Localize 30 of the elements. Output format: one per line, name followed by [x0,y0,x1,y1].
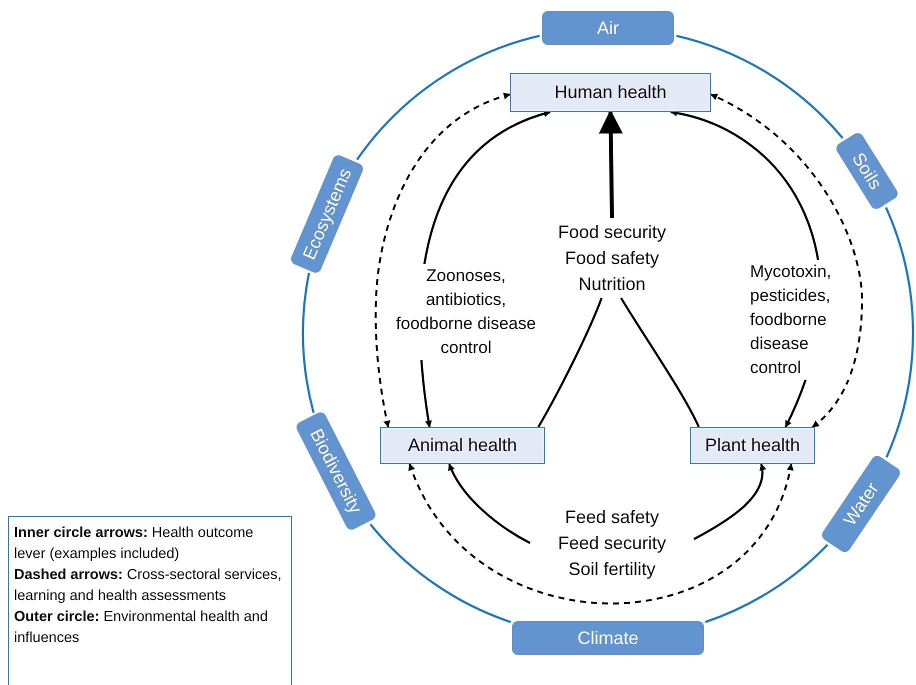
node-text: Food security [558,221,666,244]
connector-line [537,298,603,428]
arrow [693,463,766,540]
node-text: Feed safety [564,506,660,529]
outer-circle-arc [676,34,844,139]
outer-circle-arc [370,524,512,624]
health-box: Human health [510,73,711,112]
edge-label: Zoonoses, antibiotics, foodborne disease control [396,264,536,360]
environment-tag: Air [542,11,674,45]
outer-circle-arc [302,272,315,414]
key-text: Inner circle arrows: Health outcome lever (examples included) [14,524,254,564]
outer-circle-arc [356,34,540,160]
arrow [598,110,623,218]
health-box: Animal health [380,427,545,464]
environment-tag: Climate [512,621,704,655]
dashed-arrow [374,93,511,428]
key-text: Dashed arrows: Cross-sectoral services, learning and health assessments [14,566,283,606]
arrow [448,463,531,544]
health-box: Plant health [690,427,815,464]
node-text: Food safety [564,247,660,270]
node-text: Nutrition [578,273,646,296]
connector-line [620,297,700,428]
outer-circle-arc [704,544,828,624]
dashed-arrow [408,463,793,604]
outer-circle-arc [884,207,914,458]
key-text: Outer circle: Environmental health and influences [14,608,269,648]
node-text: Feed security [558,532,666,555]
dashed-arrow [710,94,863,428]
edge-label: Mycotoxin, pesticides, foodborne disease control [750,260,850,380]
node-text: Soil fertility [568,558,656,581]
